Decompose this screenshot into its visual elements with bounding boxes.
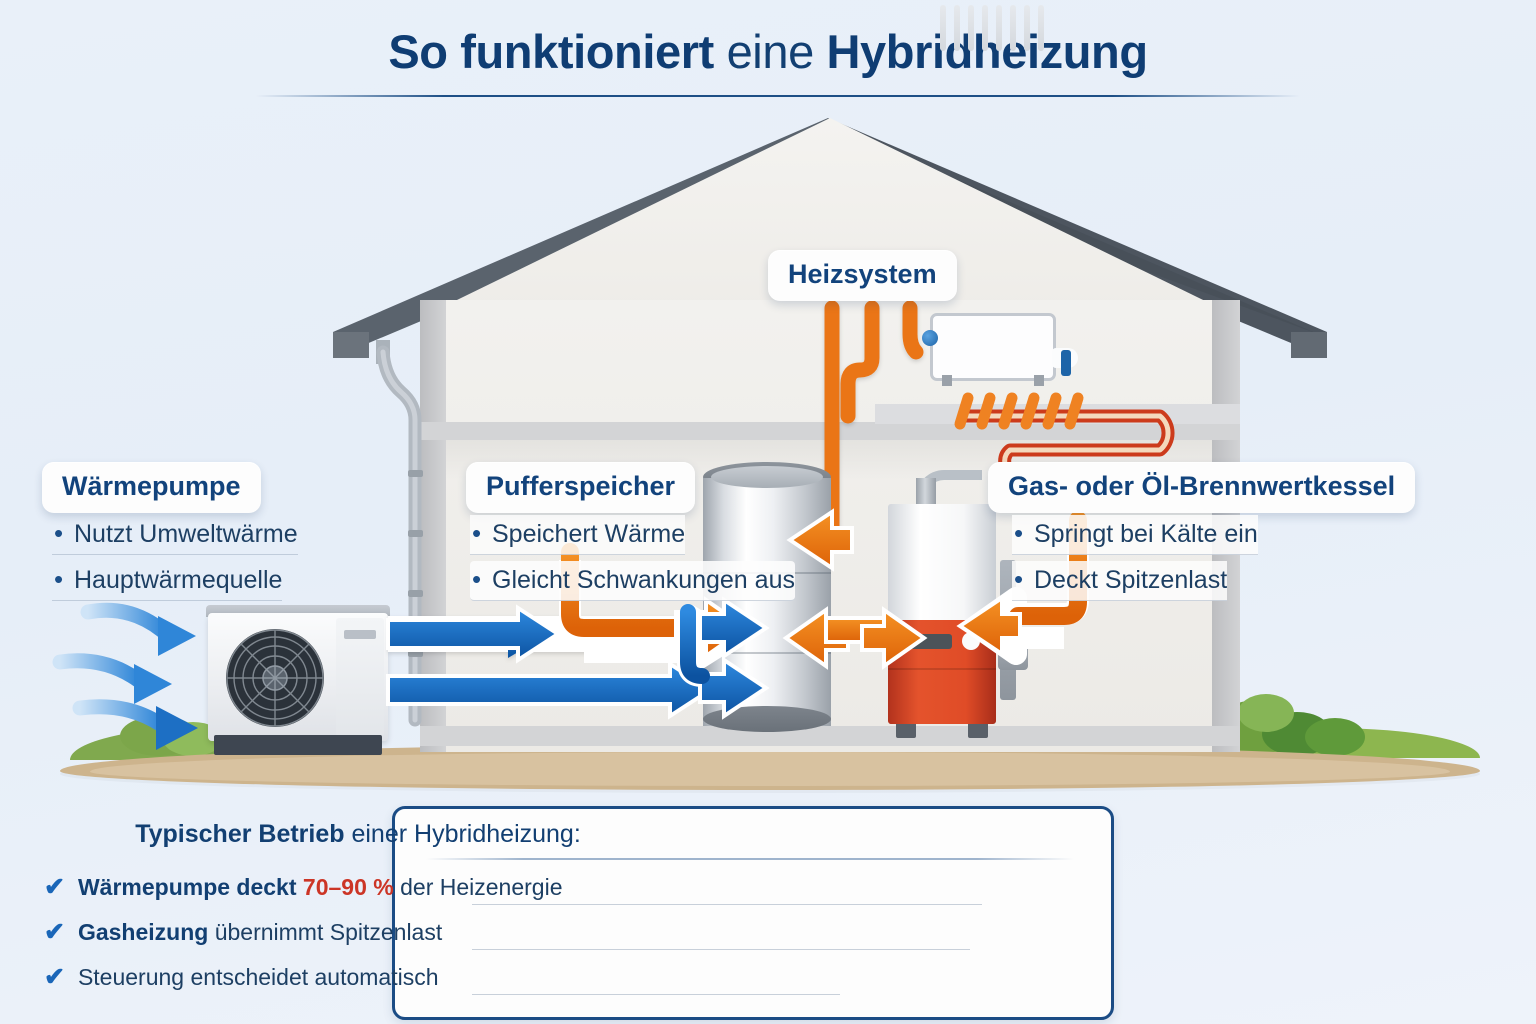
boiler-panel-split — [888, 668, 996, 670]
summary-panel-title: Typischer Betrieb einer Hybridheizung: — [0, 820, 716, 849]
callout-heating-system-label: Heizsystem — [788, 259, 937, 289]
radiator-fin — [996, 5, 1002, 51]
callout-heating-system[interactable]: Heizsystem — [768, 250, 957, 301]
boiler-bullets: Springt bei Kälte ein Deckt Spitzenlast — [1012, 513, 1258, 607]
list-item: Deckt Spitzenlast — [1012, 559, 1228, 601]
heat-pump-fan-icon — [226, 629, 324, 727]
boiler-foot — [968, 724, 988, 738]
summary-item-3-underline — [472, 994, 840, 995]
airflow-arrow-1 — [80, 602, 196, 656]
boiler-upper-body — [888, 504, 996, 622]
summary-item-1: ✔ Wärmepumpe deckt 70–90 % der Heizenergi… — [44, 872, 562, 902]
radiator-fin — [940, 5, 946, 51]
summary-item-2-bold: Gasheizung — [77, 919, 209, 945]
list-item: Speichert Wärme — [470, 513, 686, 555]
title-divider — [256, 95, 1300, 97]
radiator-fin — [954, 5, 960, 51]
heat-pump-base — [214, 735, 382, 755]
airflow-arrow-2 — [52, 653, 172, 704]
summary-item-1-underline — [472, 904, 982, 905]
radiator-fin — [982, 5, 988, 51]
buffer-tank-bullets: Speichert Wärme Gleicht Schwankungen aus — [470, 513, 795, 607]
radiator-fin — [968, 5, 974, 51]
callout-heat-pump-label: Wärmepumpe — [62, 471, 241, 501]
callout-buffer-tank[interactable]: Pufferspeicher — [466, 462, 696, 513]
callout-buffer-tank-label: Pufferspeicher — [486, 471, 676, 501]
radiator-foot — [942, 375, 952, 386]
bush-4 — [1238, 694, 1294, 732]
buffer-tank-lid — [711, 466, 823, 488]
buffer-tank-base — [703, 706, 831, 732]
summary-item-2: ✔ Gasheizung übernimmt Spitzenlast — [44, 917, 442, 947]
list-item: Hauptwärmequelle — [52, 559, 283, 601]
heat-pump-bullets: Nutzt Umweltwärme Hauptwärmequelle — [52, 513, 298, 607]
boiler-foot — [896, 724, 916, 738]
heat-pump-vent — [344, 630, 376, 639]
callout-boiler[interactable]: Gas- oder Öl-Brennwertkessel — [988, 462, 1416, 513]
summary-item-2-underline — [472, 949, 970, 950]
boiler-display — [906, 634, 952, 649]
summary-item-3-rest: Steuerung entscheidet automatisch — [77, 964, 439, 990]
callout-boiler-label: Gas- oder Öl-Brennwertkessel — [1008, 471, 1396, 501]
callout-heat-pump[interactable]: Wärmepumpe — [42, 462, 261, 513]
boiler-side-pipe-2 — [998, 630, 1028, 670]
summary-item-3: ✔ Steuerung entscheidet automatisch — [44, 962, 439, 992]
radiator-fin — [1024, 5, 1030, 51]
radiator-fin — [1038, 5, 1044, 51]
page-title: So funktioniert eine Hybridheizung — [0, 24, 1536, 79]
summary-panel-divider — [426, 858, 1074, 860]
summary-item-2-rest: übernimmt Spitzenlast — [208, 919, 443, 945]
title-prefix: So funktioniert — [388, 25, 714, 78]
buffer-tank-seam — [703, 652, 831, 654]
bush-3 — [1305, 718, 1365, 756]
summary-title-bold: Typischer Betrieb — [135, 820, 345, 848]
check-icon: ✔ — [44, 963, 65, 991]
wall-column-left — [420, 300, 446, 752]
summary-item-1-highlight: 70–90 % — [302, 874, 394, 900]
radiator — [930, 313, 1056, 381]
summary-panel — [392, 806, 1114, 1020]
floor-slab-lower — [420, 726, 1240, 746]
boiler-knob — [962, 632, 980, 650]
upper-floor-surface — [875, 404, 1240, 424]
floor-slab-upper — [420, 422, 1240, 440]
radiator-foot — [1034, 375, 1044, 386]
ground-soil-light — [90, 752, 1450, 786]
radiator-thermostat-body — [1061, 350, 1071, 376]
list-item: Gleicht Schwankungen aus — [470, 559, 795, 601]
radiator-fin — [1010, 5, 1016, 51]
check-icon: ✔ — [44, 918, 65, 946]
radiator-valve-icon — [922, 330, 938, 346]
list-item: Springt bei Kälte ein — [1012, 513, 1258, 555]
summary-item-1-bold: Wärmepumpe deckt — [77, 874, 303, 900]
title-mid: eine — [713, 25, 827, 78]
summary-title-rest: einer Hybridheizung: — [344, 820, 581, 848]
list-item: Nutzt Umweltwärme — [52, 513, 298, 555]
check-icon: ✔ — [44, 873, 65, 901]
summary-item-1-rest: der Heizenergie — [393, 874, 563, 900]
